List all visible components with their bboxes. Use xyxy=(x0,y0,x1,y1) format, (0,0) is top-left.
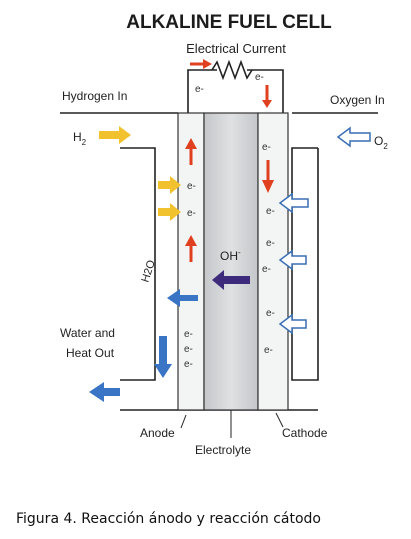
oxygen-formula: O2 xyxy=(374,134,388,151)
water-arrow-icon xyxy=(167,289,198,307)
hydroxide-ion-label: OH- xyxy=(220,248,241,263)
cathode-electron: e- xyxy=(266,206,275,217)
cathode-label: Cathode xyxy=(282,426,328,440)
cathode-leader-line xyxy=(275,412,284,428)
electrolyte-label: Electrolyte xyxy=(195,443,251,457)
anode-electron: e- xyxy=(187,208,196,219)
figure-caption: Figura 4. Reacción ánodo y reacción cáto… xyxy=(16,511,321,527)
circuit-arrow-right-icon xyxy=(203,59,212,69)
oxygen-arrow-icon xyxy=(278,192,309,214)
anode-electron: e- xyxy=(184,344,193,355)
hydrogen-in-arrow-icon xyxy=(99,126,131,144)
cathode-electron: e- xyxy=(266,238,275,249)
fuel-cell-diagram: ALKALINE FUEL CELL Electrical Current e-… xyxy=(60,12,388,457)
anode-electron: e- xyxy=(184,359,193,370)
anode-chamber-wall xyxy=(120,147,156,381)
cathode-electron: e- xyxy=(264,345,273,356)
anode-leader-line xyxy=(180,414,187,429)
water-out-arrow-icon xyxy=(89,382,120,402)
arrow-up-icon xyxy=(185,138,197,149)
cathode-chamber-wall xyxy=(291,147,319,381)
anode-electron: e- xyxy=(184,329,193,340)
hydrogen-arrow-icon xyxy=(158,176,181,194)
anode-electron: e- xyxy=(187,181,196,192)
circuit-label: Electrical Current xyxy=(186,41,286,56)
water-out-label-line2: Heat Out xyxy=(66,346,115,360)
hydrogen-formula: H2 xyxy=(73,130,87,147)
circuit-arrow-down-icon xyxy=(262,100,272,108)
hydroxide-arrow-icon xyxy=(212,270,250,290)
hydrogen-in-label: Hydrogen In xyxy=(62,89,127,103)
circuit-electron-right: e- xyxy=(255,72,264,83)
diagram-title: ALKALINE FUEL CELL xyxy=(126,12,332,33)
water-down-arrow-icon xyxy=(154,336,172,378)
oxygen-arrow-icon xyxy=(278,313,307,335)
circuit-electron-left: e- xyxy=(195,84,204,95)
cathode-electron: e- xyxy=(266,308,275,319)
oxygen-in-label: Oxygen In xyxy=(330,93,385,107)
arrow-up-icon xyxy=(185,235,197,246)
resistor-icon xyxy=(211,59,253,81)
oxygen-in-arrow-icon xyxy=(336,126,371,148)
anode-label: Anode xyxy=(140,426,175,440)
water-out-label-line1: Water and xyxy=(60,326,115,340)
hydrogen-arrow-icon xyxy=(158,203,181,221)
oxygen-arrow-icon xyxy=(278,249,307,271)
cathode-electron: e- xyxy=(262,142,271,153)
arrow-down-icon xyxy=(262,180,274,193)
cathode-electron: e- xyxy=(262,264,271,275)
electrolyte-layer xyxy=(203,112,259,411)
